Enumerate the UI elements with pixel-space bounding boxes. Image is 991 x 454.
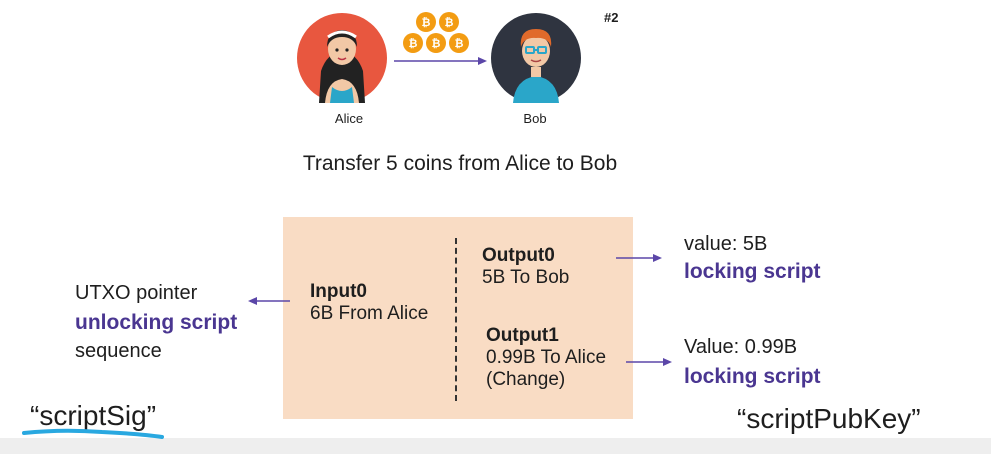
svg-text:₿: ₿ — [455, 37, 464, 50]
input-title: Input0 — [310, 281, 367, 302]
output0-detail: 5B To Bob — [482, 267, 570, 288]
svg-text:₿: ₿ — [409, 37, 418, 50]
utxo-pointer-label: UTXO pointer — [75, 282, 198, 304]
output1-locking-script-label: locking script — [684, 365, 821, 388]
output0-fields: value: 5B locking script — [684, 230, 821, 286]
unlocking-script-label: unlocking script — [75, 311, 238, 334]
svg-text:₿: ₿ — [432, 37, 441, 50]
scriptsig-underline — [22, 428, 164, 439]
svg-text:₿: ₿ — [445, 16, 454, 29]
scriptsig-label: “scriptSig” — [30, 400, 157, 431]
scriptpubkey-label: “scriptPubKey” — [737, 403, 921, 434]
output0-title: Output0 — [482, 245, 555, 266]
bob-label: Bob — [523, 111, 547, 126]
transfer-arrow-icon — [394, 57, 487, 65]
slide-number: #2 — [604, 10, 619, 25]
output0-value-label: value: 5B — [684, 233, 768, 255]
output1-fields: Value: 0.99B locking script — [684, 332, 821, 392]
svg-text:₿: ₿ — [422, 16, 431, 29]
diagram-title: Transfer 5 coins from Alice to Bob — [302, 152, 618, 175]
output1-block: Output1 0.99B To Alice (Change) — [486, 325, 606, 391]
output1-value-label: Value: 0.99B — [684, 336, 798, 358]
output1-note: (Change) — [486, 369, 566, 390]
input-arrow-icon — [248, 297, 290, 305]
sequence-label: sequence — [75, 340, 162, 362]
alice-avatar-icon — [297, 13, 387, 103]
input-block: Input0 6B From Alice — [310, 281, 428, 325]
bottom-band — [0, 438, 991, 454]
transaction-box — [283, 217, 633, 419]
output0-arrow-icon — [616, 254, 662, 262]
alice-label: Alice — [334, 111, 364, 126]
input-fields: UTXO pointer unlocking script sequence — [75, 279, 237, 366]
output0-locking-script-label: locking script — [684, 260, 821, 283]
output1-detail: 0.99B To Alice — [486, 347, 607, 368]
output0-block: Output0 5B To Bob — [482, 245, 569, 289]
input-output-divider — [455, 238, 457, 401]
bob-avatar-icon — [491, 13, 581, 103]
bitcoin-coins-icon: ₿ ₿ ₿ ₿ ₿ — [403, 12, 469, 53]
output1-title: Output1 — [486, 325, 559, 346]
input-detail: 6B From Alice — [310, 303, 429, 324]
output1-arrow-icon — [626, 358, 672, 366]
